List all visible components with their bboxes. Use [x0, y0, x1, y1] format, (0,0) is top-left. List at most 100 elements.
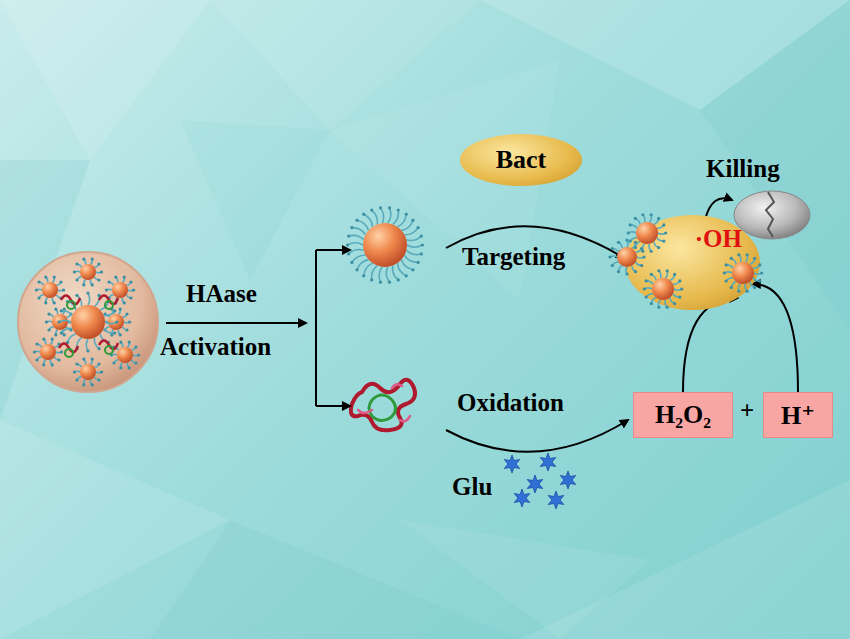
nanoparticle-core [80, 264, 96, 280]
glucose-star [560, 471, 576, 489]
enzyme-loop [105, 301, 113, 309]
ha-end [97, 347, 100, 350]
ha-end [388, 206, 391, 209]
ha-chain [59, 320, 71, 322]
ha-end [75, 378, 78, 381]
ha-chain [88, 293, 90, 305]
ha-end [411, 268, 414, 271]
ha-end [35, 288, 38, 291]
ha-end [397, 278, 400, 281]
ha-end [640, 247, 643, 250]
ha-end [650, 250, 653, 253]
ha-end [608, 255, 611, 258]
nanoparticle-core [652, 278, 674, 300]
ha-end [662, 223, 665, 226]
annotation-label: HAase [186, 280, 257, 308]
ha-end [47, 312, 50, 315]
node-text: Bact [496, 145, 547, 175]
ha-end [128, 366, 131, 369]
ha-end [44, 301, 47, 304]
ha-chain [61, 311, 72, 316]
ha-end [634, 217, 637, 220]
ha-chain [406, 250, 421, 254]
ha-end [417, 261, 420, 264]
ha-end [657, 306, 660, 309]
ha-end [57, 358, 60, 361]
ha-end [645, 296, 648, 299]
ha-end [417, 226, 420, 229]
ha-end [746, 253, 749, 256]
ha-end [355, 219, 358, 222]
ha-end [347, 252, 350, 255]
nanoparticle-core [52, 314, 68, 330]
ha-chain [406, 236, 421, 240]
ha-end [119, 307, 122, 310]
nanoparticle-core [42, 282, 58, 298]
enzyme-strand [59, 344, 78, 353]
ha-end [134, 361, 137, 364]
glucose-star [504, 455, 520, 473]
nanoparticle-core [732, 262, 754, 284]
enzyme-loop [105, 346, 113, 354]
ha-end [379, 206, 382, 209]
ha-end [421, 243, 424, 246]
ha-end [112, 361, 115, 364]
nanoparticle-core [71, 305, 105, 339]
ha-chain [407, 245, 422, 247]
bacteria-label: Bact [460, 134, 582, 186]
glucose-star [527, 475, 543, 493]
ha-chain [393, 210, 399, 224]
ha-end [627, 231, 630, 234]
annotation-label: + [740, 397, 754, 425]
ha-chain [379, 267, 382, 282]
ha-end [129, 296, 132, 299]
ha-end [678, 279, 681, 282]
ha-chain [352, 255, 366, 262]
ha-end [680, 287, 683, 290]
ha-end [634, 241, 637, 244]
ha-end [725, 263, 728, 266]
ha-end [420, 234, 423, 237]
ha-end [113, 331, 116, 334]
ha-end [611, 264, 614, 267]
ha-chain [397, 263, 406, 276]
ha-end [107, 280, 110, 283]
ha-end [35, 342, 38, 345]
ha-end [100, 270, 103, 273]
ha-end [51, 363, 54, 366]
ha-chain [348, 243, 363, 245]
ha-end [641, 213, 644, 216]
ha-end [62, 288, 65, 291]
ha-end [346, 243, 349, 246]
ha-end [44, 275, 47, 278]
enzyme-strand [99, 341, 118, 350]
enzyme-strand [61, 296, 80, 305]
glucose-star [514, 489, 530, 507]
ha-end [86, 292, 89, 295]
reagent-box: H⁺ [763, 392, 833, 438]
ha-end [35, 358, 38, 361]
ha-end [650, 273, 653, 276]
ha-end [58, 320, 61, 323]
ha-end [657, 269, 660, 272]
ha-chain [364, 263, 373, 276]
ha-end [60, 350, 63, 353]
ha-end [370, 208, 373, 211]
ha-end [362, 274, 365, 277]
ha-end [119, 366, 122, 369]
ha-end [730, 286, 733, 289]
ha-end [753, 286, 756, 289]
ha-end [97, 278, 100, 281]
targeting-nanoparticle [346, 206, 424, 283]
ha-end [75, 294, 78, 297]
ha-end [641, 250, 644, 253]
annotation-label: Glu [452, 473, 492, 501]
ha-end [723, 271, 726, 274]
ha-end [134, 345, 137, 348]
ha-end [650, 302, 653, 305]
ha-end [73, 270, 76, 273]
ha-end [42, 337, 45, 340]
ha-end [128, 320, 131, 323]
ha-end [730, 257, 733, 260]
